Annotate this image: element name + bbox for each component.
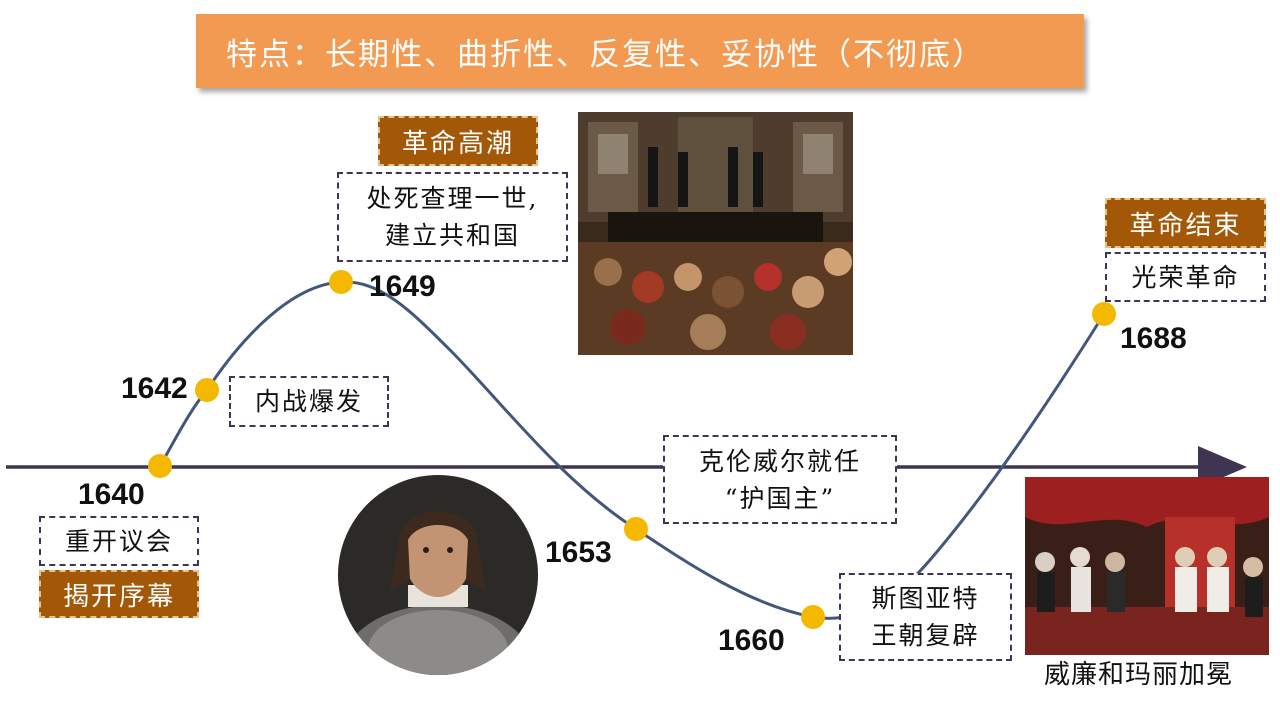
characteristics-banner: 特点：长期性、曲折性、反复性、妥协性（不彻底）: [196, 14, 1084, 88]
year-1640: 1640: [78, 478, 145, 511]
note-execution: 处死查理一世, 建立共和国: [337, 172, 568, 262]
tag-start: 揭开序幕: [39, 570, 199, 618]
note-cromwell-line2: “护国主”: [724, 483, 836, 513]
cromwell-portrait-image: [338, 475, 538, 675]
tag-climax: 革命高潮: [378, 116, 538, 166]
year-1642: 1642: [121, 372, 188, 405]
execution-painting-image: [578, 112, 853, 355]
coronation-painting-image: [1025, 477, 1269, 655]
execution-painting: [578, 112, 853, 355]
note-glorious-text: 光荣革命: [1131, 262, 1240, 292]
dot-1653: [624, 517, 648, 541]
note-civil-war: 内战爆发: [229, 376, 389, 427]
note-glorious-revolution: 光荣革命: [1105, 252, 1266, 302]
note-parliament-text: 重开议会: [64, 526, 173, 556]
note-cromwell: 克伦威尔就任 “护国主”: [663, 435, 897, 524]
year-1660: 1660: [718, 624, 785, 657]
dot-1640: [148, 454, 172, 478]
dot-1660: [801, 605, 825, 629]
year-1653: 1653: [545, 536, 612, 569]
dot-1649: [329, 270, 353, 294]
dot-1642: [195, 378, 219, 402]
note-restoration: 斯图亚特 王朝复辟: [839, 573, 1012, 661]
banner-text: 特点：长期性、曲折性、反复性、妥协性（不彻底）: [226, 36, 985, 73]
revolution-curve: [158, 280, 1106, 620]
coronation-caption: 威廉和玛丽加冕: [1044, 660, 1234, 690]
note-restoration-line1: 斯图亚特: [871, 584, 980, 613]
year-1688: 1688: [1120, 322, 1187, 355]
note-execution-line2: 建立共和国: [384, 221, 520, 250]
dot-1688: [1092, 302, 1116, 326]
note-restoration-line2: 王朝复辟: [871, 621, 980, 650]
tag-end: 革命结束: [1105, 198, 1266, 248]
cromwell-portrait: [338, 475, 538, 675]
note-cromwell-line1: 克伦威尔就任: [698, 446, 861, 476]
coronation-painting: [1025, 477, 1269, 655]
year-1649: 1649: [369, 270, 436, 303]
note-parliament: 重开议会: [39, 516, 199, 566]
note-execution-line1: 处死查理一世,: [366, 184, 539, 213]
note-civil-war-text: 内战爆发: [254, 387, 363, 416]
